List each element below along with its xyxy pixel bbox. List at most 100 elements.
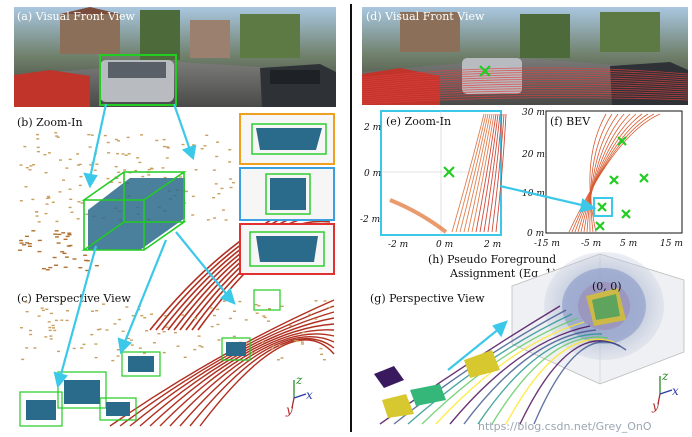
ring-line [491, 113, 505, 233]
bg-point [288, 324, 292, 327]
bg-point [210, 325, 214, 328]
bg-point [24, 186, 28, 188]
panel-g [374, 305, 627, 425]
bg-point [293, 339, 297, 342]
ring-line [435, 321, 585, 425]
bg-point [54, 319, 58, 322]
bg-point [31, 198, 35, 201]
bg-point [88, 146, 92, 148]
origin-label: (0, 0) [592, 280, 622, 293]
photo-d [361, 7, 689, 105]
bg-point [67, 233, 72, 236]
bg-point [29, 333, 33, 336]
bg-point [49, 335, 53, 337]
bg-point [162, 330, 166, 333]
ring-line [109, 299, 335, 427]
ring-line [199, 339, 335, 427]
svg-text:x: x [672, 384, 679, 398]
overlay-line [361, 76, 689, 87]
bg-point [72, 347, 76, 350]
svg-text:0 m: 0 m [364, 169, 381, 179]
bg-point [32, 164, 36, 166]
bev-y-ticks: 30 m 20 m 10 m 0 m [521, 108, 545, 239]
bg-point [64, 256, 69, 258]
bg-point [129, 339, 133, 341]
bg-point [78, 184, 82, 187]
bg-point [280, 305, 284, 308]
bg-point [25, 310, 29, 313]
bg-point [44, 212, 48, 215]
bg-point [24, 235, 29, 238]
bg-point [25, 347, 29, 349]
bg-point [103, 134, 107, 137]
bg-point [47, 195, 51, 198]
bg-point [114, 165, 118, 168]
bg-point [224, 219, 228, 221]
cross-marker-d [479, 65, 491, 77]
bg-point [90, 134, 94, 136]
bg-point [40, 307, 44, 309]
bg-point [212, 196, 216, 199]
bg-point [53, 233, 58, 235]
bg-point [162, 138, 166, 141]
ring-line [590, 113, 613, 233]
bg-point [296, 340, 300, 342]
bg-point [118, 181, 122, 184]
label-d: (d) Visual Front View [366, 10, 485, 23]
bg-point [68, 206, 72, 209]
bg-point [47, 197, 51, 199]
watermark: https://blog.csdn.net/Grey_OnO [478, 420, 652, 433]
bg-point [69, 198, 73, 200]
bg-point [60, 251, 65, 253]
svg-text:2 m: 2 m [483, 240, 501, 250]
ring-line [589, 113, 619, 233]
car-points-b [88, 178, 185, 250]
bg-point [124, 154, 128, 156]
svg-text:30 m: 30 m [522, 108, 545, 118]
bg-point [93, 169, 97, 171]
bg-point [149, 167, 153, 169]
ring-line [495, 113, 507, 233]
label-f: (f) BEV [550, 115, 591, 128]
bg-point [33, 347, 37, 349]
bg-point [176, 345, 180, 347]
lidar-overlay-d [361, 67, 689, 105]
bg-point [157, 332, 161, 335]
bg-point [31, 230, 36, 232]
bg-point [276, 359, 280, 361]
bg-point [105, 329, 109, 331]
bg-point [18, 249, 23, 251]
bg-point [94, 343, 98, 345]
bg-point [322, 359, 326, 361]
svg-text:y: y [285, 403, 293, 417]
svg-text:x: x [306, 388, 313, 402]
bg-point [65, 167, 69, 169]
bg-point [60, 319, 64, 321]
bg-point [130, 344, 134, 346]
bg-point [216, 141, 220, 143]
bg-point [280, 357, 284, 359]
bg-point [85, 269, 90, 272]
bg-point [270, 348, 274, 350]
bg-point [214, 183, 218, 185]
bg-point [68, 188, 72, 190]
bg-point [51, 324, 55, 327]
bg-point [194, 169, 198, 171]
svg-text:5 m: 5 m [620, 239, 637, 249]
bg-point [107, 152, 111, 154]
bg-point [267, 308, 271, 310]
bg-point [94, 264, 99, 267]
bg-point [48, 329, 52, 332]
bg-point [215, 155, 219, 158]
zoom-x-ticks: -2 m 0 m 2 m [388, 240, 501, 250]
bg-point [65, 319, 69, 322]
bg-point [48, 326, 52, 329]
bg-point [41, 309, 45, 312]
bg-point [117, 140, 121, 142]
bg-point [78, 163, 82, 166]
bg-point [20, 327, 24, 329]
background-points-c [20, 300, 331, 362]
ground-rings-c [109, 299, 335, 427]
bboxes-c [19, 289, 281, 427]
bg-point [213, 217, 217, 219]
